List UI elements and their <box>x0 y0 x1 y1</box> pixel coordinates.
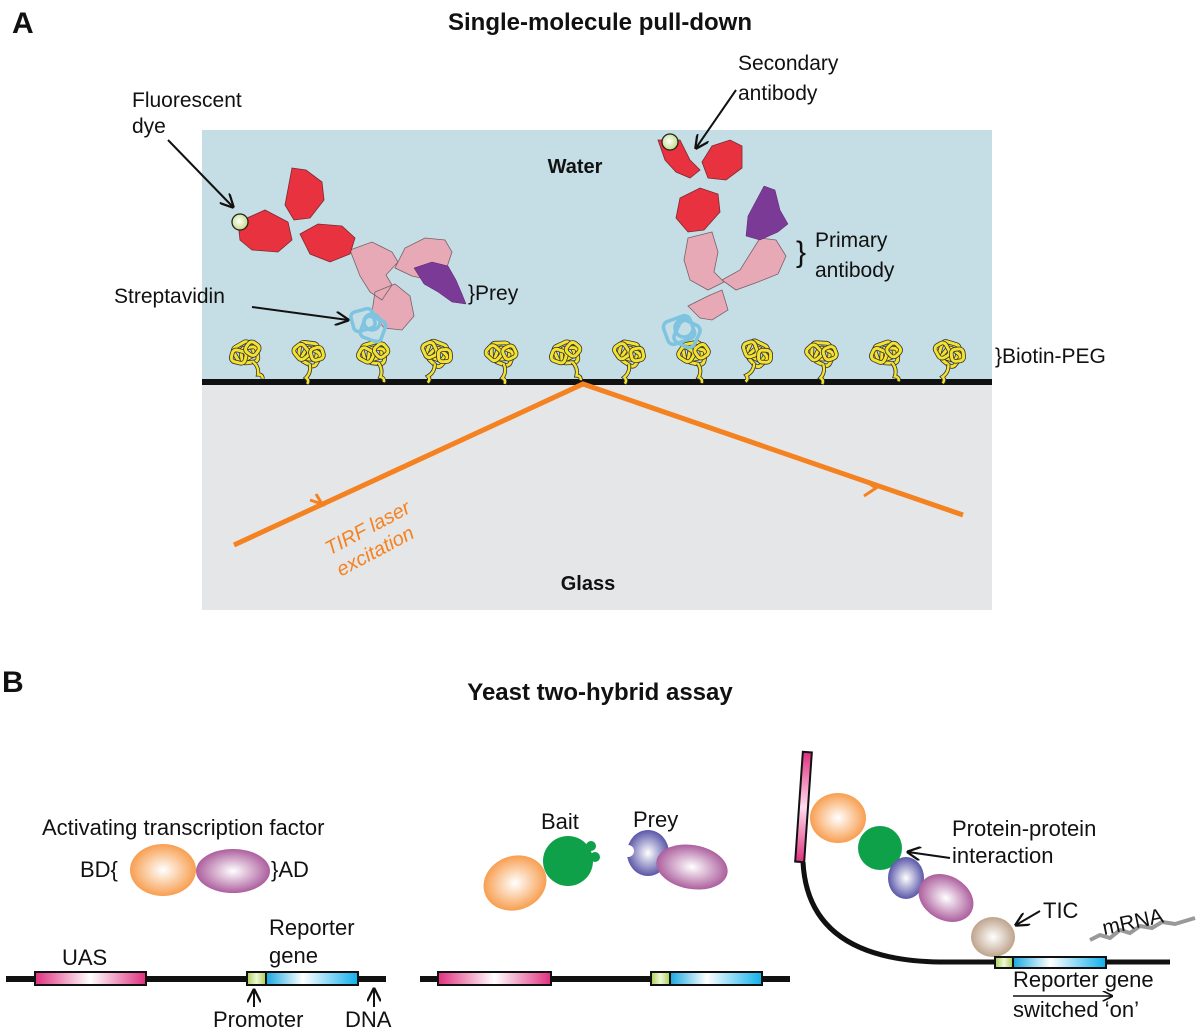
pulldown-complex-left <box>231 167 467 344</box>
secondary-antibody-label-line1: Secondary <box>738 52 839 75</box>
primary-antibody-label-line1: Primary <box>815 229 888 252</box>
prey-label: }Prey <box>468 282 519 305</box>
laser-arrow-out-icon <box>861 477 879 498</box>
biotin-peg-label: }Biotin-PEG <box>995 345 1106 368</box>
ad-domain-3 <box>918 874 974 922</box>
reporter-segment-3 <box>1012 956 1107 969</box>
mrna-strand <box>1089 916 1196 942</box>
bait-protein-3 <box>858 826 902 870</box>
tic-pointer <box>1016 910 1041 925</box>
ppi-pointer <box>908 852 951 858</box>
biotin-peg-coil <box>612 339 646 385</box>
biotin-peg-coil <box>483 340 519 385</box>
panel-a: A Single-molecule pull-down Water Glass … <box>12 7 1106 610</box>
interaction-diagram: Protein-protein interaction TIC mRNA Rep… <box>794 750 1196 1022</box>
prey-right <box>745 185 789 241</box>
biotin-peg-coil <box>869 339 903 382</box>
reporter-on-label-line1: Reporter gene <box>1013 967 1154 992</box>
panel-b-letter: B <box>2 666 24 699</box>
bd-domain <box>130 844 196 896</box>
reporter-segment-2 <box>669 971 763 986</box>
glass-label: Glass <box>561 573 615 595</box>
biotin-peg-coil <box>356 339 391 383</box>
dna-strand-2 <box>420 976 790 982</box>
glass-surface-line <box>202 379 992 385</box>
bd-label: BD{ <box>80 857 118 882</box>
prey-left <box>413 261 467 305</box>
promoter-segment-2 <box>650 971 671 986</box>
uas-segment-3 <box>794 750 813 864</box>
reporter-on-label-line2: switched ‘on’ <box>1013 997 1139 1022</box>
promoter-label: Promoter <box>213 1007 303 1030</box>
streptavidin-left <box>349 306 388 344</box>
secondary-antibody-label-line2: antibody <box>738 82 818 105</box>
tirf-laser-beam <box>232 381 964 548</box>
uas-label: UAS <box>62 945 107 970</box>
biotin-peg-coil <box>676 340 711 384</box>
panel-a-letter: A <box>12 7 34 40</box>
panel-b-title: Yeast two-hybrid assay <box>467 679 733 706</box>
water-label: Water <box>548 156 603 178</box>
bait-prey-separate-diagram: Bait Prey <box>420 807 790 986</box>
pulldown-complex-right <box>657 133 789 350</box>
uas-segment-1 <box>34 971 147 986</box>
dna-strand-1 <box>6 976 386 982</box>
mrna-label: mRNA <box>1100 905 1165 940</box>
primary-antibody-label-line2: antibody <box>815 259 895 282</box>
reporter-gene-label-line1: Reporter <box>269 915 355 940</box>
biotin-peg-coil <box>932 339 966 385</box>
reporter-gene-label-line2: gene <box>269 943 318 968</box>
laser-arrow-in-icon <box>309 493 326 507</box>
biotin-peg-coil <box>420 338 453 385</box>
dna-label: DNA <box>345 1007 392 1030</box>
panel-b: B Yeast two-hybrid assay Activating tran… <box>2 666 1196 1030</box>
secondary-antibody-left <box>237 167 356 263</box>
ppi-label-line1: Protein-protein <box>952 816 1096 841</box>
fluorescent-dye-label-line1: Fluorescent <box>132 89 242 112</box>
activating-tf-label: Activating transcription factor <box>42 815 324 840</box>
promoter-segment-3 <box>994 956 1014 969</box>
fluorescent-dye-right <box>661 133 679 151</box>
biotin-peg-coil <box>741 338 773 384</box>
tic-label: TIC <box>1043 898 1079 923</box>
reporter-segment-1 <box>265 971 359 986</box>
fluorescent-dye-left <box>231 213 249 231</box>
uas-segment-2 <box>437 971 552 986</box>
fluorescent-dye-pointer <box>167 139 233 207</box>
dna-strand-bent <box>800 861 1170 965</box>
bd-domain-3 <box>810 793 866 843</box>
secondary-antibody-pointer <box>696 89 737 148</box>
ad-domain-2 <box>656 844 728 890</box>
biotin-peg-layer <box>229 338 966 386</box>
secondary-antibody-right <box>657 139 743 233</box>
activating-tf-diagram: Activating transcription factor BD{ }AD … <box>6 815 392 1030</box>
ad-domain <box>196 849 270 893</box>
streptavidin-label: Streptavidin <box>114 285 225 308</box>
ad-label: }AD <box>271 857 309 882</box>
panel-a-title: Single-molecule pull-down <box>448 9 752 36</box>
streptavidin-pointer <box>251 306 348 320</box>
prey-protein-3 <box>888 857 924 899</box>
biotin-peg-coil <box>548 339 583 381</box>
prey-label-b: Prey <box>633 807 678 832</box>
ppi-label-line2: interaction <box>952 843 1054 868</box>
promoter-segment-1 <box>246 971 267 986</box>
biotin-peg-coil <box>804 340 839 386</box>
tic-complex <box>971 917 1015 957</box>
streptavidin-right <box>661 313 702 350</box>
bait-protein <box>543 836 593 886</box>
bd-domain-2 <box>483 855 547 911</box>
primary-antibody-right <box>683 231 787 321</box>
biotin-peg-coil <box>291 340 326 386</box>
glass-region <box>202 382 992 610</box>
primary-antibody-brace: } <box>796 236 806 269</box>
biotin-peg-coil <box>229 339 265 379</box>
bait-label: Bait <box>541 809 579 834</box>
fluorescent-dye-label-line2: dye <box>132 115 166 138</box>
